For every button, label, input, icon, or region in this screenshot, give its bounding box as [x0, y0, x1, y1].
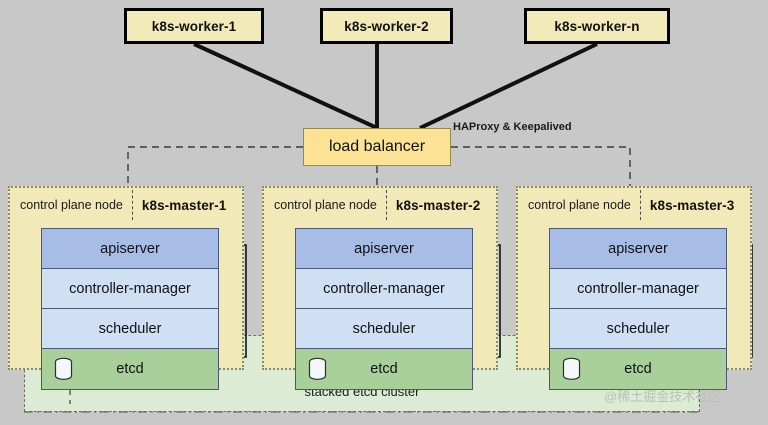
database-icon [308, 357, 327, 380]
component-controller-manager[interactable]: controller-manager [550, 269, 726, 309]
control-plane-node-3[interactable]: control plane node k8s-master-3 apiserve… [516, 186, 752, 390]
header-divider [385, 190, 387, 220]
control-plane-node-1-role: control plane node [20, 198, 123, 212]
control-plane-node-2-role: control plane node [274, 198, 377, 212]
worker-node-3-label: k8s-worker-n [554, 18, 640, 34]
component-etcd-label: etcd [116, 361, 144, 377]
control-plane-node-2-hostname: k8s-master-2 [395, 197, 481, 213]
component-etcd-label: etcd [624, 361, 652, 377]
control-plane-node-3-component-stack: apiserver controller-manager scheduler e… [549, 228, 727, 390]
component-controller-manager-label: controller-manager [69, 280, 191, 297]
load-balancer-box[interactable]: load balancer [303, 128, 451, 166]
component-etcd[interactable]: etcd [296, 349, 472, 389]
component-scheduler-label: scheduler [352, 320, 416, 337]
component-scheduler[interactable]: scheduler [42, 309, 218, 349]
control-plane-node-2-header: control plane node k8s-master-2 [264, 188, 496, 222]
control-plane-node-2[interactable]: control plane node k8s-master-2 apiserve… [262, 186, 498, 390]
haproxy-keepalived-annotation: HAProxy & Keepalived [453, 121, 572, 133]
component-scheduler-label: scheduler [98, 320, 162, 337]
control-plane-node-1-hostname: k8s-master-1 [141, 197, 227, 213]
component-etcd-label: etcd [370, 361, 398, 377]
control-plane-node-3-role: control plane node [528, 198, 631, 212]
header-divider [131, 190, 133, 220]
component-apiserver[interactable]: apiserver [296, 229, 472, 269]
worker-node-1[interactable]: k8s-worker-1 [124, 8, 264, 44]
component-apiserver-label: apiserver [608, 240, 668, 257]
database-icon [562, 357, 581, 380]
component-controller-manager-label: controller-manager [577, 280, 699, 297]
component-controller-manager[interactable]: controller-manager [42, 269, 218, 309]
load-balancer-label: load balancer [328, 138, 426, 155]
header-divider [639, 190, 641, 220]
component-scheduler[interactable]: scheduler [296, 309, 472, 349]
component-controller-manager-label: controller-manager [323, 280, 445, 297]
component-apiserver[interactable]: apiserver [550, 229, 726, 269]
worker-node-1-label: k8s-worker-1 [151, 18, 237, 34]
worker-node-2[interactable]: k8s-worker-2 [320, 8, 453, 44]
control-plane-node-1-header: control plane node k8s-master-1 [10, 188, 242, 222]
component-apiserver-label: apiserver [354, 240, 414, 257]
component-scheduler[interactable]: scheduler [550, 309, 726, 349]
worker-node-2-label: k8s-worker-2 [344, 18, 429, 34]
component-apiserver-label: apiserver [100, 240, 160, 257]
control-plane-node-3-header: control plane node k8s-master-3 [518, 188, 750, 222]
component-etcd[interactable]: etcd [550, 349, 726, 389]
watermark: @稀土掘金技术社区 [604, 389, 722, 404]
control-plane-node-1[interactable]: control plane node k8s-master-1 apiserve… [8, 186, 244, 390]
worker-node-3[interactable]: k8s-worker-n [524, 8, 670, 44]
component-controller-manager[interactable]: controller-manager [296, 269, 472, 309]
database-icon [54, 357, 73, 380]
control-plane-node-2-component-stack: apiserver controller-manager scheduler e… [295, 228, 473, 390]
component-etcd[interactable]: etcd [42, 349, 218, 389]
control-plane-node-3-hostname: k8s-master-3 [649, 197, 735, 213]
component-scheduler-label: scheduler [606, 320, 670, 337]
control-plane-node-1-component-stack: apiserver controller-manager scheduler e… [41, 228, 219, 390]
component-apiserver[interactable]: apiserver [42, 229, 218, 269]
